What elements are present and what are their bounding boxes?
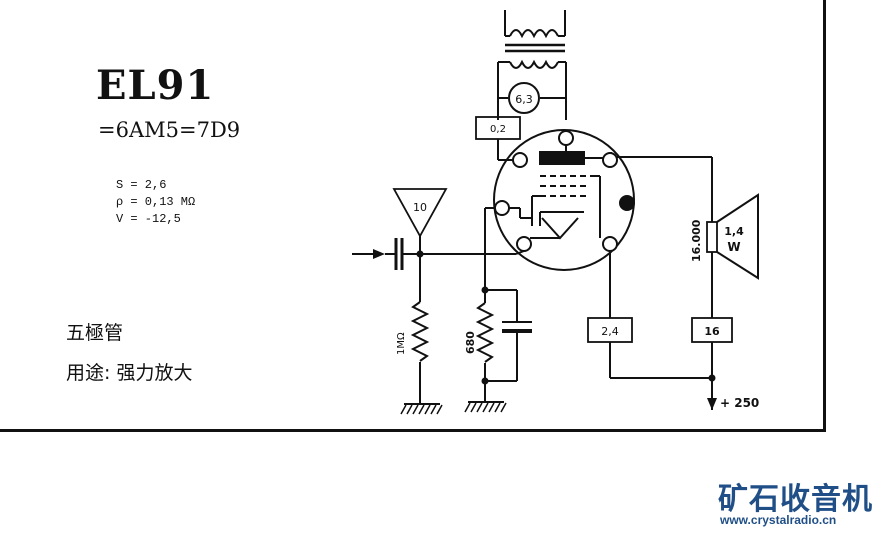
- tube-usage: 用途: 强力放大: [66, 362, 193, 384]
- screen-supply-label: 2,4: [601, 325, 619, 338]
- tube-equivalents: =6AM5=7D9: [98, 118, 241, 142]
- speaker-power-label: 1,4: [724, 225, 744, 238]
- param-v: V = -12,5: [116, 212, 181, 226]
- plate-supply-label: 16: [704, 325, 720, 338]
- load-label: 16.000: [690, 219, 703, 262]
- param-s: S = 2,6: [116, 178, 167, 192]
- watermark-brand: 矿石收音机: [718, 482, 873, 517]
- cathode-resistor: [475, 302, 495, 363]
- datasheet-card: [0, 0, 826, 432]
- watermark-url: www.crystalradio.cn: [720, 513, 837, 527]
- speaker-unit-label: W: [727, 240, 740, 254]
- anode-res-label: 0,2: [490, 124, 506, 135]
- speaker-cone: [716, 193, 759, 280]
- supply-label: + 250: [720, 396, 759, 410]
- heater-meter: [508, 82, 540, 114]
- grid-res-label: 1MΩ: [396, 332, 407, 355]
- grid-resistor: [410, 301, 430, 362]
- triangle-indicator: [392, 188, 448, 238]
- tube-type: 五極管: [66, 322, 124, 344]
- ground-symbol-cathode: [464, 402, 507, 413]
- speaker-coil: [706, 221, 718, 253]
- param-rho: ρ = 0,13 MΩ: [116, 195, 196, 209]
- tube-name: EL91: [96, 62, 215, 109]
- triangle-label: 10: [413, 201, 427, 214]
- cathode-res-label: 680: [464, 331, 477, 354]
- transformer-coil-bottom: [509, 59, 559, 69]
- transformer-coil-top: [509, 29, 559, 39]
- ground-symbol-grid: [400, 404, 443, 415]
- heater-label: 6,3: [515, 93, 533, 106]
- bypass-cap-bottom: [502, 329, 532, 333]
